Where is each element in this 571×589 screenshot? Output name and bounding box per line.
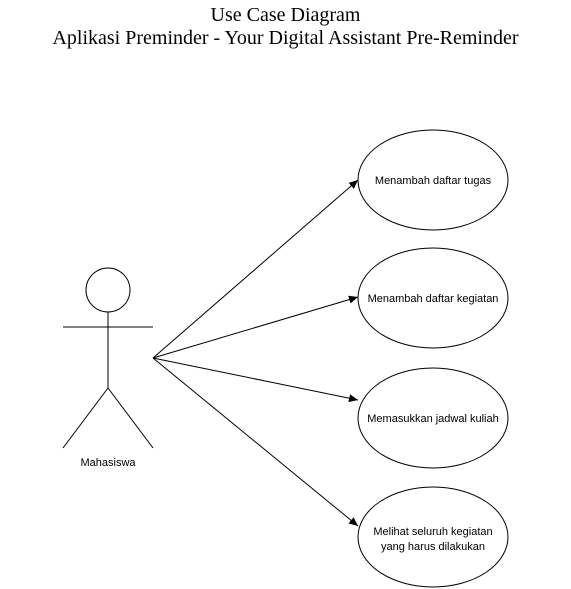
use-case-3: Memasukkan jadwal kuliah — [357, 367, 509, 469]
association-arrow-2 — [152, 295, 359, 359]
actor-head — [85, 267, 131, 313]
use-case-4-label-line-2: yang harus dilakukan — [381, 541, 485, 553]
use-case-2-label: Menambah daftar kegiatan — [368, 293, 499, 305]
use-case-1-label: Menambah daftar tugas — [375, 175, 492, 187]
use-case-1-ellipse — [357, 129, 509, 231]
actor-label: Mahasiswa — [80, 457, 136, 469]
diagram-title: Use Case Diagram Aplikasi Preminder - Yo… — [0, 4, 571, 50]
associations — [152, 179, 359, 527]
title-line-1: Use Case Diagram — [210, 4, 361, 26]
use-case-1: Menambah daftar tugas — [357, 129, 509, 231]
use-case-3-label: Memasukkan jadwal kuliah — [367, 413, 498, 425]
use-case-2: Menambah daftar kegiatan — [357, 247, 509, 349]
association-arrow-1 — [152, 179, 359, 359]
use-case-4: Melihat seluruh kegiatan yang harus dila… — [357, 486, 509, 588]
use-case-2-ellipse — [357, 247, 509, 349]
title-line-2: Aplikasi Preminder - Your Digital Assist… — [52, 27, 519, 49]
use-case-3-ellipse — [357, 367, 509, 469]
association-arrow-3 — [152, 357, 359, 403]
actor-left-leg — [62, 387, 109, 449]
association-arrow-4 — [152, 357, 359, 527]
use-case-4-ellipse — [357, 486, 509, 588]
actor-mahasiswa: Mahasiswa — [62, 267, 154, 469]
actor-right-leg — [107, 387, 154, 449]
use-case-4-label-line-1: Melihat seluruh kegiatan — [373, 526, 492, 538]
